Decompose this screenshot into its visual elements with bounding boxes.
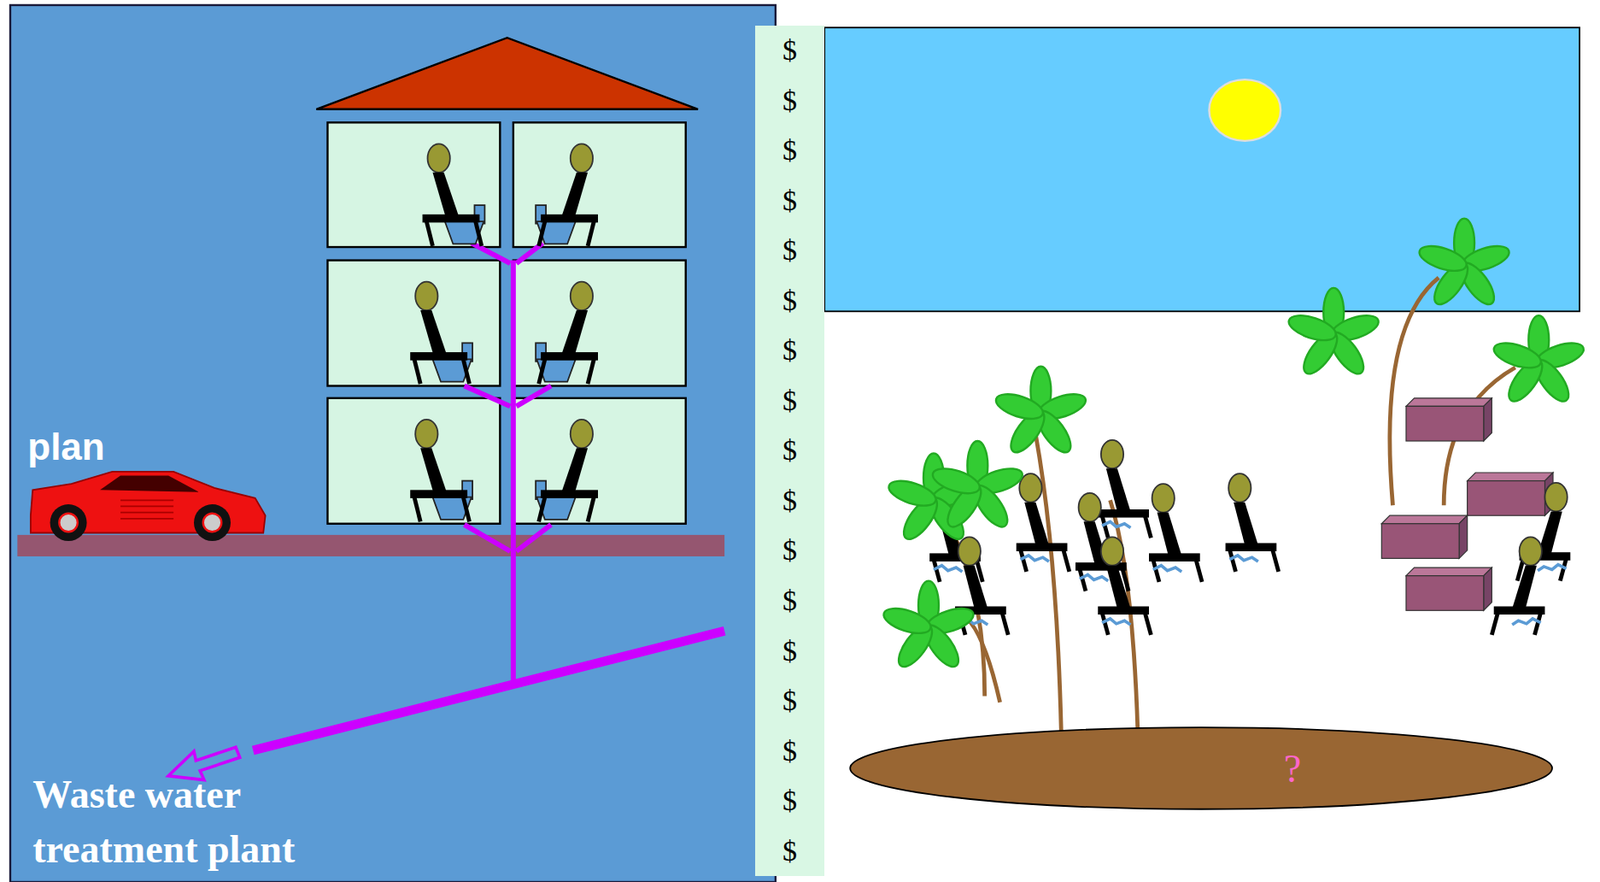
dollar-sign: $ bbox=[782, 736, 798, 766]
palm-leaves bbox=[929, 440, 1026, 532]
treatment-plant-label: Waste water treatment plant bbox=[32, 767, 380, 876]
city-panel bbox=[10, 5, 776, 882]
palm-leaves bbox=[1285, 287, 1382, 379]
squatting-person bbox=[1225, 473, 1279, 572]
open-ground-ellipse: ? bbox=[849, 726, 1554, 810]
trunk bbox=[1389, 277, 1439, 505]
trunk bbox=[1110, 499, 1138, 731]
dollar-sign: $ bbox=[782, 235, 798, 265]
palm-leaves bbox=[992, 366, 1089, 458]
dollar-sign: $ bbox=[782, 435, 798, 465]
squatting-person bbox=[1097, 439, 1151, 539]
dollar-sign: $ bbox=[782, 35, 798, 65]
person-on-toilet bbox=[410, 419, 473, 522]
car-wheel bbox=[50, 504, 88, 541]
illustration-part bbox=[120, 498, 174, 501]
trunk bbox=[1030, 408, 1061, 731]
crate bbox=[1406, 567, 1492, 610]
palm-leaves bbox=[1490, 315, 1587, 406]
room bbox=[327, 122, 500, 247]
sewer-pipes bbox=[464, 242, 552, 682]
car-window bbox=[99, 475, 200, 493]
person-on-toilet bbox=[422, 143, 486, 246]
crate bbox=[1467, 472, 1554, 516]
room bbox=[327, 398, 500, 524]
sky bbox=[824, 27, 1580, 311]
ground-ellipse bbox=[849, 727, 1553, 810]
room bbox=[513, 122, 686, 247]
palm-trunks bbox=[933, 277, 1516, 731]
money-band: $ $ $ $ $ $ $ $ $ $ $ $ $ $ $ $ $ bbox=[755, 25, 825, 876]
person-on-toilet bbox=[535, 143, 598, 246]
dollar-sign: $ bbox=[782, 135, 798, 165]
pipe bbox=[515, 386, 551, 407]
room bbox=[327, 260, 500, 387]
squatting-person bbox=[1517, 482, 1571, 581]
pipe bbox=[515, 524, 551, 551]
illustration-part bbox=[120, 517, 174, 520]
person-on-toilet bbox=[535, 281, 598, 384]
question-mark: ? bbox=[1283, 745, 1302, 792]
squatting-person bbox=[1097, 536, 1151, 635]
dollar-sign: $ bbox=[782, 785, 798, 815]
squatting-person bbox=[1491, 536, 1545, 635]
dollar-sign: $ bbox=[782, 685, 798, 716]
car-grille bbox=[120, 499, 174, 519]
dollar-sign: $ bbox=[782, 836, 798, 866]
street bbox=[17, 534, 725, 557]
dollar-sign: $ bbox=[782, 386, 798, 416]
squatting-person bbox=[1016, 473, 1070, 572]
ellipse-outline bbox=[849, 726, 1554, 810]
pipe bbox=[510, 260, 516, 682]
crate bbox=[1406, 398, 1492, 441]
pipe bbox=[471, 242, 510, 264]
squatting-person bbox=[1148, 483, 1202, 582]
car-hub bbox=[58, 513, 78, 533]
dollar-sign: $ bbox=[782, 286, 798, 316]
pipe bbox=[464, 386, 511, 407]
dollar-sign: $ bbox=[782, 486, 798, 516]
sports-car bbox=[30, 471, 266, 541]
person-on-toilet bbox=[535, 419, 598, 522]
crate bbox=[1381, 515, 1467, 558]
sun bbox=[1208, 79, 1281, 141]
person-on-toilet bbox=[410, 281, 473, 384]
dollar-sign: $ bbox=[782, 586, 798, 616]
dollar-sign: $ bbox=[782, 636, 798, 666]
palm-leaves bbox=[880, 580, 977, 672]
dollar-sign: $ bbox=[782, 535, 798, 565]
main-sewer bbox=[252, 630, 725, 751]
dollar-sign: $ bbox=[782, 86, 798, 116]
dollar-sign: $ bbox=[782, 335, 798, 365]
pipe bbox=[464, 524, 511, 551]
plan-label: plan bbox=[27, 426, 232, 468]
palm-leaves bbox=[1416, 218, 1513, 310]
illustration-part bbox=[120, 505, 174, 508]
room bbox=[513, 398, 686, 524]
car-wheel bbox=[193, 504, 231, 541]
dollar-sign: $ bbox=[782, 186, 798, 216]
house-roof bbox=[316, 37, 698, 110]
car-hub bbox=[203, 513, 223, 533]
illustration-part bbox=[120, 511, 174, 514]
room bbox=[513, 260, 686, 387]
